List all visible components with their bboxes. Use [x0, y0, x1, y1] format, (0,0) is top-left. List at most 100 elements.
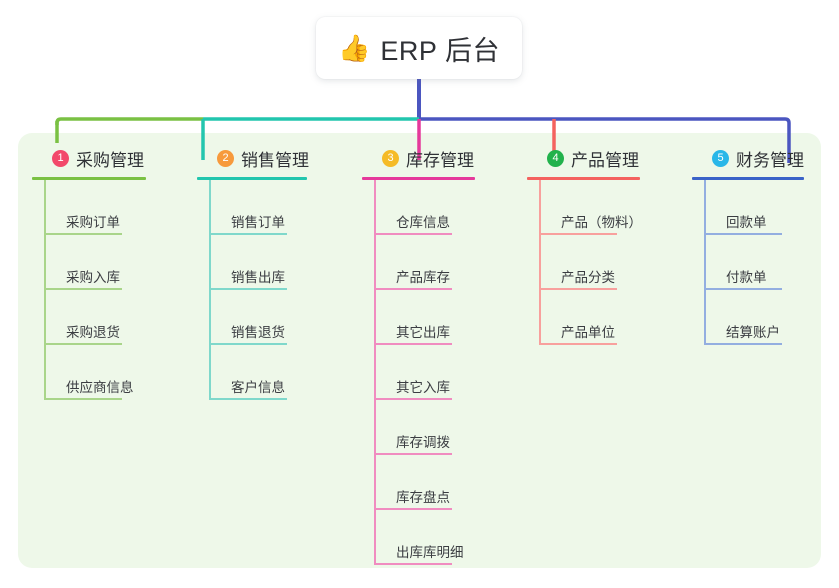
branch-item[interactable]: 销售退货 — [197, 290, 347, 345]
branch-title: 销售管理 — [241, 150, 309, 170]
branch-item-label: 产品单位 — [561, 324, 615, 340]
branch-item-underline — [704, 233, 782, 235]
branch-column-2: 2 销售管理销售订单销售出库销售退货客户信息 — [197, 145, 347, 400]
branch-item-underline — [44, 343, 122, 345]
branch-item[interactable]: 付款单 — [692, 235, 832, 290]
branch-title: 库存管理 — [406, 150, 474, 170]
branch-underline — [32, 177, 146, 180]
branch-item-label: 仓库信息 — [396, 214, 450, 230]
branch-item-underline — [209, 343, 287, 345]
branch-column-5: 5 财务管理回款单付款单结算账户 — [692, 145, 832, 345]
branch-item-underline — [209, 288, 287, 290]
branch-item-label: 客户信息 — [231, 379, 285, 395]
branch-item[interactable]: 产品单位 — [527, 290, 687, 345]
branch-item-underline — [539, 343, 617, 345]
branch-item[interactable]: 回款单 — [692, 180, 832, 235]
branch-item-underline — [539, 233, 617, 235]
branch-item[interactable]: 采购退货 — [32, 290, 182, 345]
branch-underline — [527, 177, 640, 180]
branch-item-label: 采购退货 — [66, 324, 120, 340]
branch-item[interactable]: 销售出库 — [197, 235, 347, 290]
branch-item-underline — [44, 233, 122, 235]
branch-items: 产品（物料） 产品分类产品单位 — [527, 180, 687, 345]
branch-item-label: 库存盘点 — [396, 489, 450, 505]
branch-item[interactable]: 客户信息 — [197, 345, 347, 400]
branch-item[interactable]: 库存盘点 — [362, 455, 512, 510]
branch-item-underline — [374, 453, 452, 455]
branch-item-underline — [374, 343, 452, 345]
branch-item-label: 产品库存 — [396, 269, 450, 285]
branch-item[interactable]: 采购订单 — [32, 180, 182, 235]
branch-item-underline — [374, 563, 452, 565]
branch-item-label: 其它出库 — [396, 324, 450, 340]
branch-item[interactable]: 供应商信息 — [32, 345, 182, 400]
root-title: ERP 后台 — [380, 35, 500, 66]
branch-column-3: 3 库存管理仓库信息产品库存其它出库其它入库库存调拨库存盘点出库库明细 — [362, 145, 512, 565]
branch-item-underline — [44, 288, 122, 290]
branch-item-label: 采购订单 — [66, 214, 120, 230]
branch-item-label: 销售退货 — [231, 324, 285, 340]
branch-header-3[interactable]: 3 库存管理 — [362, 145, 512, 171]
branch-underline — [692, 177, 804, 180]
branch-items: 回款单付款单结算账户 — [692, 180, 832, 345]
branch-spine — [539, 180, 541, 345]
branch-header-5[interactable]: 5 财务管理 — [692, 145, 832, 171]
branch-item-underline — [374, 398, 452, 400]
branch-item-label: 结算账户 — [726, 324, 780, 340]
branch-item-label: 其它入库 — [396, 379, 450, 395]
branch-spine — [209, 180, 211, 400]
trunk-segment-green — [55, 117, 203, 125]
branch-item-underline — [44, 398, 122, 400]
branch-item[interactable]: 产品（物料） — [527, 180, 687, 235]
branch-number-badge: 1 — [52, 149, 69, 167]
branch-item-underline — [374, 508, 452, 510]
thumbs-up-icon: 👍 — [338, 33, 371, 63]
branch-item-label: 销售订单 — [231, 214, 285, 230]
branch-item-label: 库存调拨 — [396, 434, 450, 450]
branch-spine — [374, 180, 376, 565]
branch-item-label: 产品（物料） — [561, 214, 642, 230]
branch-item-label: 回款单 — [726, 214, 767, 230]
branch-title: 产品管理 — [571, 150, 639, 170]
diagram-panel — [18, 133, 821, 568]
branch-item[interactable]: 仓库信息 — [362, 180, 512, 235]
branch-item[interactable]: 产品库存 — [362, 235, 512, 290]
branch-item[interactable]: 结算账户 — [692, 290, 832, 345]
branch-item[interactable]: 销售订单 — [197, 180, 347, 235]
branch-spine — [44, 180, 46, 400]
branch-item-underline — [539, 288, 617, 290]
branch-item[interactable]: 其它出库 — [362, 290, 512, 345]
branch-item[interactable]: 库存调拨 — [362, 400, 512, 455]
branch-item-underline — [209, 398, 287, 400]
branch-item-label: 出库库明细 — [396, 544, 464, 560]
branch-item-underline — [209, 233, 287, 235]
branch-item-label: 采购入库 — [66, 269, 120, 285]
branch-item-underline — [374, 233, 452, 235]
branch-underline — [197, 177, 307, 180]
branch-title: 财务管理 — [736, 150, 804, 170]
branch-item[interactable]: 出库库明细 — [362, 510, 512, 565]
branch-item[interactable]: 其它入库 — [362, 345, 512, 400]
branch-items: 采购订单采购入库采购退货供应商信息 — [32, 180, 182, 400]
branch-item-underline — [704, 288, 782, 290]
branch-item-underline — [704, 343, 782, 345]
branch-header-2[interactable]: 2 销售管理 — [197, 145, 347, 171]
branch-number-badge: 3 — [382, 149, 399, 167]
branch-number-badge: 2 — [217, 149, 234, 167]
branch-items: 仓库信息产品库存其它出库其它入库库存调拨库存盘点出库库明细 — [362, 180, 512, 565]
branch-number-badge: 5 — [712, 149, 729, 167]
branch-spine — [704, 180, 706, 345]
branch-item[interactable]: 采购入库 — [32, 235, 182, 290]
branch-item-label: 产品分类 — [561, 269, 615, 285]
root-node[interactable]: 👍 ERP 后台 — [316, 17, 522, 79]
branch-item-label: 销售出库 — [231, 269, 285, 285]
branch-underline — [362, 177, 475, 180]
branch-item-label: 供应商信息 — [66, 379, 134, 395]
branch-items: 销售订单销售出库销售退货客户信息 — [197, 180, 347, 400]
branch-item[interactable]: 产品分类 — [527, 235, 687, 290]
